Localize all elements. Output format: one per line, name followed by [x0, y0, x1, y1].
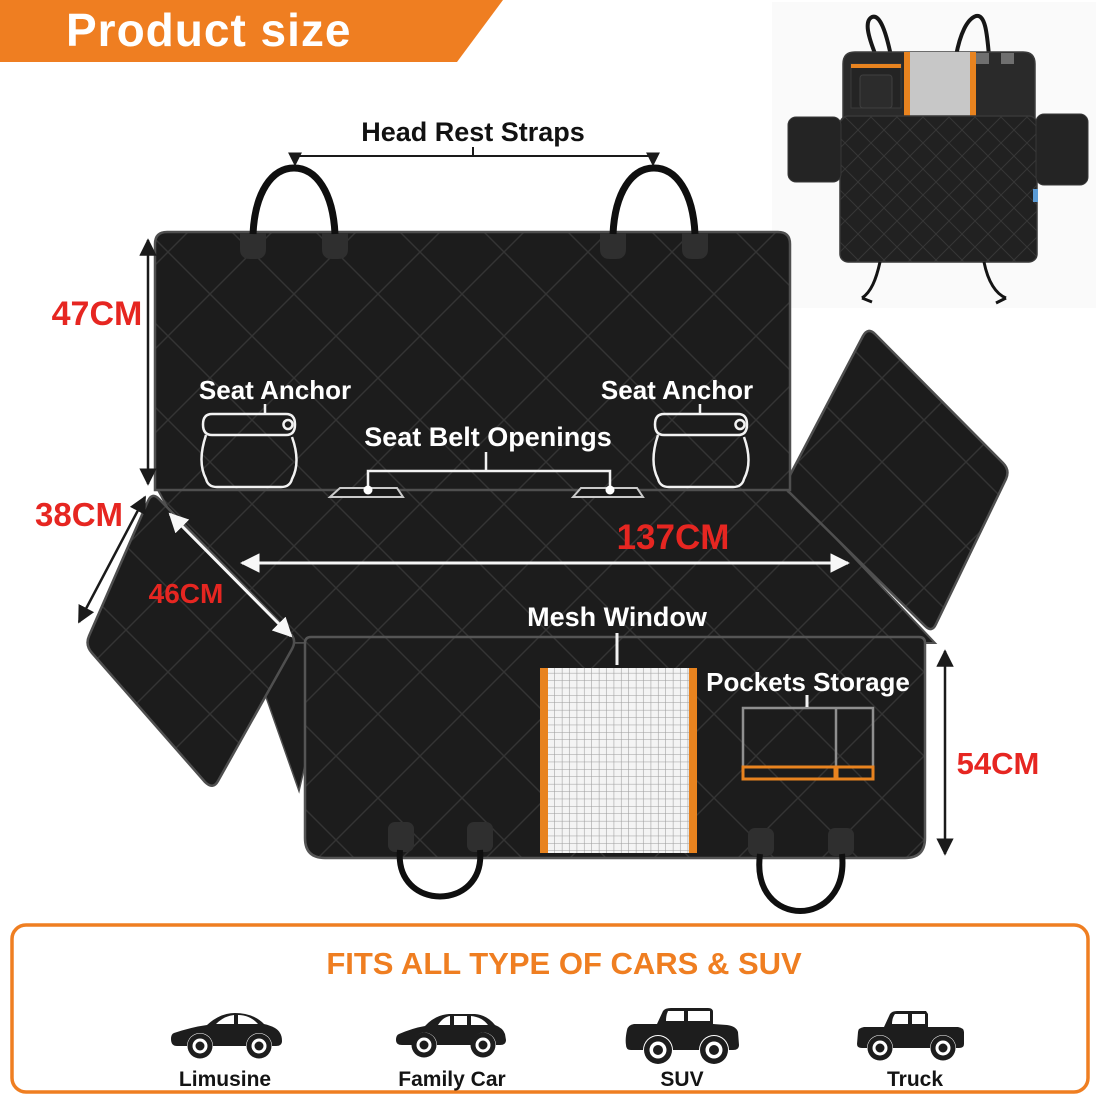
product-photo-thumbnail [772, 2, 1096, 308]
thumb-headrest-strap-left [865, 14, 893, 57]
dim-54cm: 54CM [957, 746, 1040, 781]
thumb-side-flap-right [1035, 113, 1089, 186]
thumb-anchor-tab-1 [976, 53, 989, 64]
pocket-trim-right [835, 765, 875, 781]
car-label-suv: SUV [660, 1068, 703, 1091]
strap-tab [828, 828, 854, 856]
thumb-pocket-trim [851, 64, 901, 68]
pointer-dot [363, 485, 373, 495]
pocket-trim-left [741, 765, 837, 781]
thumb-seat-body [839, 115, 1038, 263]
car-icon-limusine [171, 1013, 282, 1059]
buckle-strap-right [756, 853, 846, 914]
thumb-side-flap-left [787, 116, 842, 183]
dim-47cm: 47CM [52, 295, 143, 333]
seat-anchor-left-shape [200, 412, 298, 489]
strap-tab [388, 822, 414, 852]
strap-tab [748, 828, 774, 856]
seat-belt-openings-label: Seat Belt Openings [364, 422, 612, 452]
seat-anchor-left-label: Seat Anchor [199, 375, 351, 405]
banner-shape [0, 0, 503, 62]
mesh-window-label: Mesh Window [527, 602, 708, 632]
compatibility-border [10, 923, 1090, 1094]
page-title: Product size [66, 4, 352, 56]
dim-38cm: 38CM [35, 496, 123, 533]
thumb-anchor-tab-2 [1001, 53, 1014, 64]
strap-tab [682, 233, 708, 259]
thumb-headrest-strap-right [954, 13, 991, 57]
headrest-strap-right [609, 164, 699, 235]
car-icon-suv [625, 1008, 739, 1064]
bottom-straps [388, 822, 854, 914]
head-rest-straps-bracket [295, 147, 653, 157]
mesh-trim-right [689, 668, 697, 853]
seat-anchor-right-shape [652, 412, 750, 489]
thumb-pocket-inner [859, 74, 893, 109]
dim-arrow-38cm [77, 495, 147, 624]
car-label-truck: Truck [887, 1068, 943, 1091]
size-diagram: Head Rest Straps Seat Anchor Seat Anchor… [35, 117, 1040, 914]
car-label-family-car: Family Car [398, 1068, 505, 1091]
mesh-window [547, 668, 690, 853]
strap-tab [467, 822, 493, 852]
dim-arrow-46cm [168, 512, 293, 638]
title-banner: Product size [0, 0, 503, 62]
thumb-blue-tag [1033, 189, 1038, 202]
thumb-bottom-strap-left [861, 261, 882, 304]
side-flap-right [784, 329, 1009, 631]
car-label-limusine: Limusine [179, 1068, 271, 1091]
headrest-strap-tabs [240, 233, 708, 259]
pockets-storage-label: Pockets Storage [706, 667, 910, 697]
pointer-dot [605, 485, 615, 495]
dim-137cm: 137CM [617, 518, 730, 557]
head-rest-straps-label: Head Rest Straps [361, 117, 585, 147]
seat-belt-bracket [366, 452, 612, 490]
buckle-strap-left [396, 849, 484, 900]
dim-46cm: 46CM [149, 578, 224, 609]
compatibility-title: FITS ALL TYPE OF CARS & SUV [326, 946, 802, 981]
headrest-strap-left [249, 164, 339, 235]
thumb-bottom-strap-right [982, 261, 1007, 305]
mesh-trim-left [540, 668, 548, 853]
seat-anchor-right-label: Seat Anchor [601, 375, 753, 405]
pockets [741, 706, 875, 781]
strap-tab [600, 233, 626, 259]
strap-tab [322, 233, 348, 259]
thumb-mesh-trim-left [904, 52, 910, 122]
car-icon-family-car [396, 1014, 506, 1058]
car-icon-truck [857, 1011, 964, 1061]
thumb-mesh-trim-right [970, 52, 976, 122]
thumb-mesh-window [909, 52, 971, 122]
strap-tab [240, 233, 266, 259]
compatibility-box: FITS ALL TYPE OF CARS & SUV Limusine Fam… [10, 923, 1090, 1094]
